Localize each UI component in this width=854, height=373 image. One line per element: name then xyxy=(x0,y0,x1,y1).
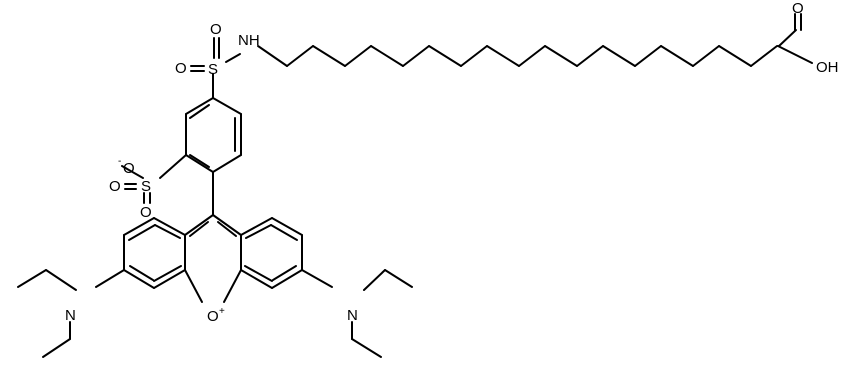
left-nitrogen-label: N xyxy=(65,307,76,324)
carboxyl-oxygen-label: O xyxy=(792,0,804,17)
ring-oxygen-label: O xyxy=(207,308,219,325)
benzene-ring xyxy=(185,97,242,173)
xanthene-right-ring xyxy=(240,217,303,289)
sulfonate-group xyxy=(121,154,187,204)
xanthene-left-ring xyxy=(123,217,186,289)
ring-oxygen-positive-charge: + xyxy=(219,306,225,317)
right-nitrogen-label: N xyxy=(347,307,358,324)
sulfonate-oxygen-left-label: O xyxy=(109,178,121,195)
sulfonamide-group xyxy=(190,37,241,99)
sulfonate-sulfur-label: S xyxy=(141,178,151,195)
right-diethylamino xyxy=(301,269,413,358)
sulfonamide-sulfur-label: S xyxy=(208,61,218,78)
sulfonamide-oxygen-left-label: O xyxy=(175,60,187,77)
alkyl-chain xyxy=(257,45,778,67)
sulfonate-oxygen-bottom-label: O xyxy=(140,204,152,221)
sulfonamide-oxygen-top-label: O xyxy=(210,21,222,38)
left-diethylamino xyxy=(17,269,125,358)
xanthene-core xyxy=(184,214,242,303)
sulfonamide-nh-label: NH xyxy=(238,32,260,49)
sulfonate-oxygen-minus-label: O xyxy=(123,160,135,177)
carboxylic-acid xyxy=(777,13,813,64)
carboxyl-hydroxyl-label: OH xyxy=(816,59,839,76)
sulfonate-negative-charge: - xyxy=(118,156,121,167)
